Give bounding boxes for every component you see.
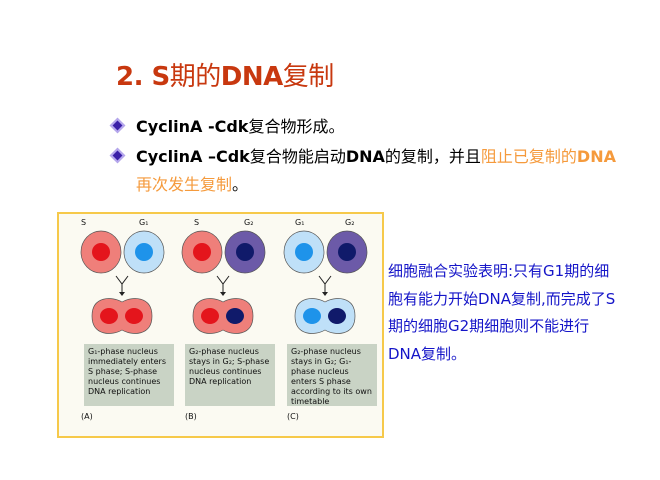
panel-c-tag: (C) (287, 412, 299, 421)
panel-b-left-label: S (194, 218, 200, 227)
side-explanation: 细胞融合实验表明:只有G1期的细胞有能力开始DNA复制,而完成了S期的细胞G2期… (388, 262, 616, 363)
panel-c-left-label: G₁ (295, 218, 305, 227)
cell-fusion-diagram (80, 230, 368, 334)
fused-nucleus-G2 (328, 308, 346, 324)
arrowhead-icon (119, 292, 125, 296)
fused-cell (91, 298, 153, 334)
panel-c-caption: G₂-phase nucleus stays in G₂; G₁-phase n… (287, 344, 377, 406)
nucleus-G2 (338, 243, 356, 261)
diamond-bullet-icon (109, 147, 126, 164)
panel-b-right-label: G₂ (244, 218, 254, 227)
fused-cell (192, 298, 254, 334)
fusion-arrow-icon (115, 275, 129, 294)
fused-nucleus-G2 (226, 308, 244, 324)
nucleus-G1 (295, 243, 313, 261)
cell-fusion-figure: S G₁ S G₂ G₁ G₂ G₁-phase nucleus immedia… (57, 212, 384, 438)
fusion-arrow-icon (216, 275, 230, 294)
panel-b-caption: G₂-phase nucleus stays in G₂; S-phase nu… (185, 344, 275, 406)
fused-nucleus-S (100, 308, 118, 324)
panel-b-tag: (B) (185, 412, 197, 421)
panel-a-left-label: S (81, 218, 87, 227)
panel-a-tag: (A) (81, 412, 93, 421)
nucleus-G2 (236, 243, 254, 261)
nucleus-G1 (135, 243, 153, 261)
arrowhead-icon (322, 292, 328, 296)
fused-nucleus-G1 (303, 308, 321, 324)
panel-a-caption: G₁-phase nucleus immediately enters S ph… (84, 344, 174, 406)
diamond-bullet-icon (109, 117, 126, 134)
panel-c-right-label: G₂ (345, 218, 355, 227)
arrowhead-icon (220, 292, 226, 296)
nucleus-S (193, 243, 211, 261)
fusion-arrow-icon (318, 275, 332, 294)
bullet-1: CyclinA -Cdk复合物形成。 (109, 113, 626, 141)
bullet-2: CyclinA –Cdk复合物能启动DNA的复制，并且阻止已复制的DNA再次发生… (109, 143, 626, 199)
panel-a-right-label: G₁ (139, 218, 149, 227)
nucleus-S (92, 243, 110, 261)
fused-nucleus-S (201, 308, 219, 324)
slide-title: 2. S期的DNA复制 (116, 62, 334, 92)
fused-cell (294, 298, 356, 334)
fused-nucleus-G1 (125, 308, 143, 324)
